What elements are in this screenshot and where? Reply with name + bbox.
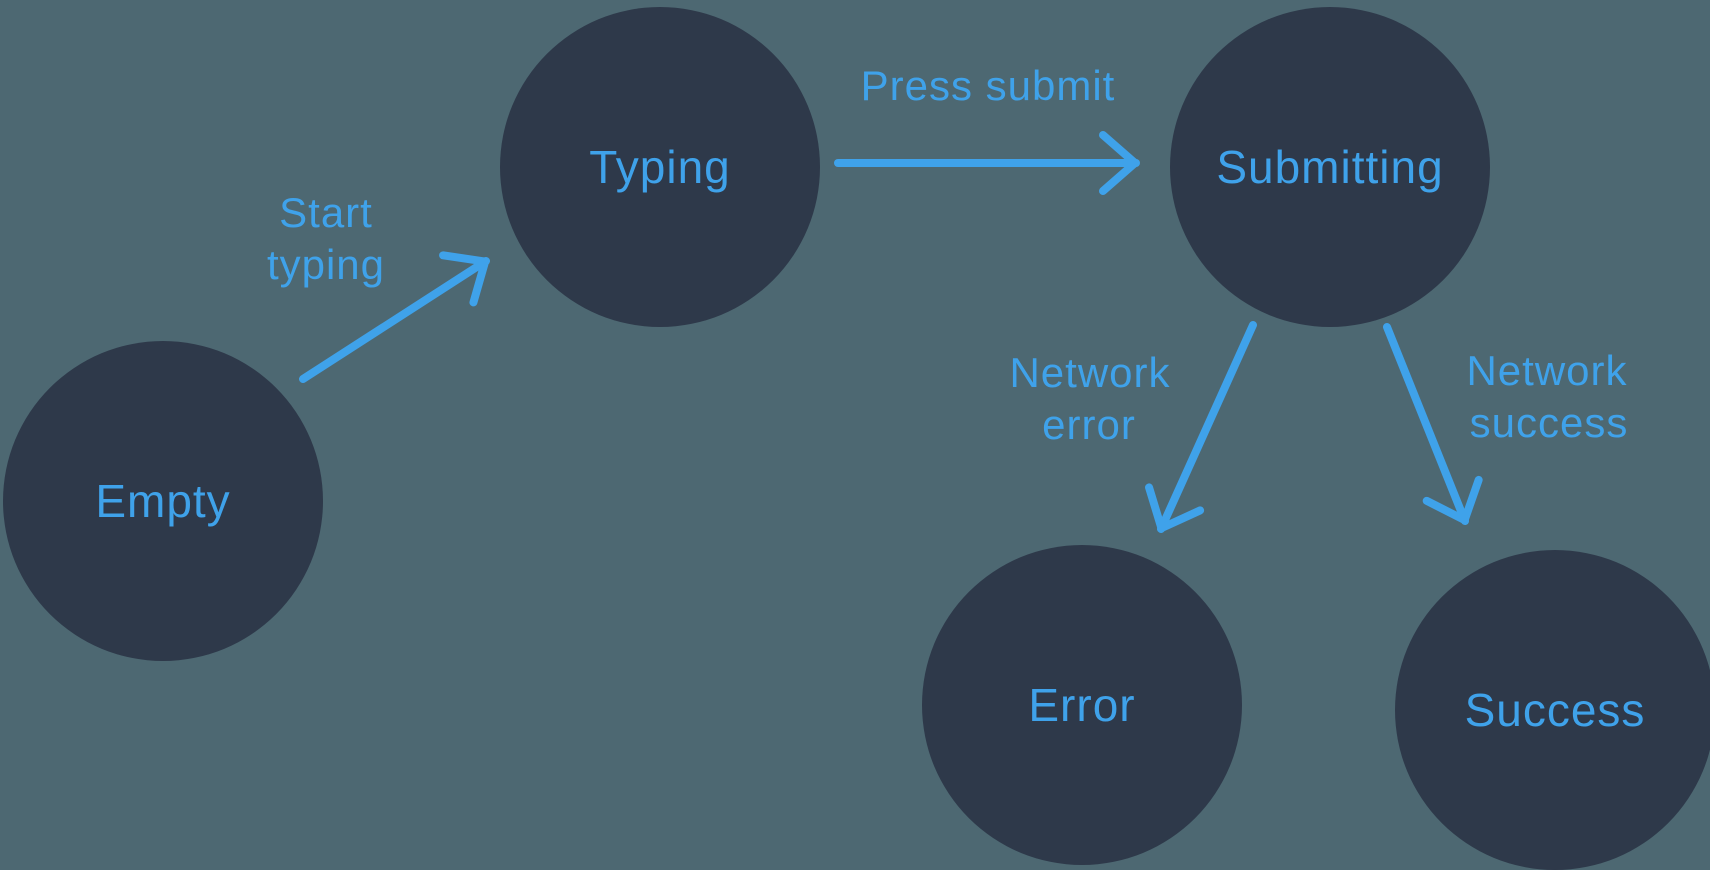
transition-label-start-typing: Start typing xyxy=(267,189,385,288)
state-node-empty: Empty xyxy=(3,341,323,661)
state-label: Typing xyxy=(589,141,731,193)
transition-label-line: Network xyxy=(1466,347,1627,394)
state-circle xyxy=(3,341,323,661)
state-node-typing: Typing xyxy=(500,7,820,327)
transition-label-network-error: Network error xyxy=(1009,349,1170,448)
transition-label-line: Press submit xyxy=(861,62,1116,109)
state-node-submitting: Submitting xyxy=(1170,7,1490,327)
state-label: Success xyxy=(1465,684,1646,736)
transition-label-line: error xyxy=(1042,401,1136,448)
state-circle xyxy=(922,545,1242,865)
transition-arrow-submitting-to-error xyxy=(1145,321,1257,533)
transition-label-line: Network xyxy=(1009,349,1170,396)
state-node-success: Success xyxy=(1395,550,1710,870)
transition-label-line: success xyxy=(1470,399,1629,446)
transition-label-line: typing xyxy=(267,241,385,288)
state-circle xyxy=(1170,7,1490,327)
transition-label-press-submit: Press submit xyxy=(861,62,1116,109)
transition-label-network-success: Network success xyxy=(1466,347,1629,446)
state-label: Submitting xyxy=(1216,141,1443,193)
state-circle xyxy=(1395,550,1710,870)
transition-arrow-submitting-to-success xyxy=(1383,323,1483,525)
transition-arrow-empty-to-typing xyxy=(299,251,490,383)
transition-label-line: Start xyxy=(279,189,373,236)
state-circle xyxy=(500,7,820,327)
state-node-error: Error xyxy=(922,545,1242,865)
state-label: Error xyxy=(1028,679,1135,731)
state-label: Empty xyxy=(95,475,230,527)
